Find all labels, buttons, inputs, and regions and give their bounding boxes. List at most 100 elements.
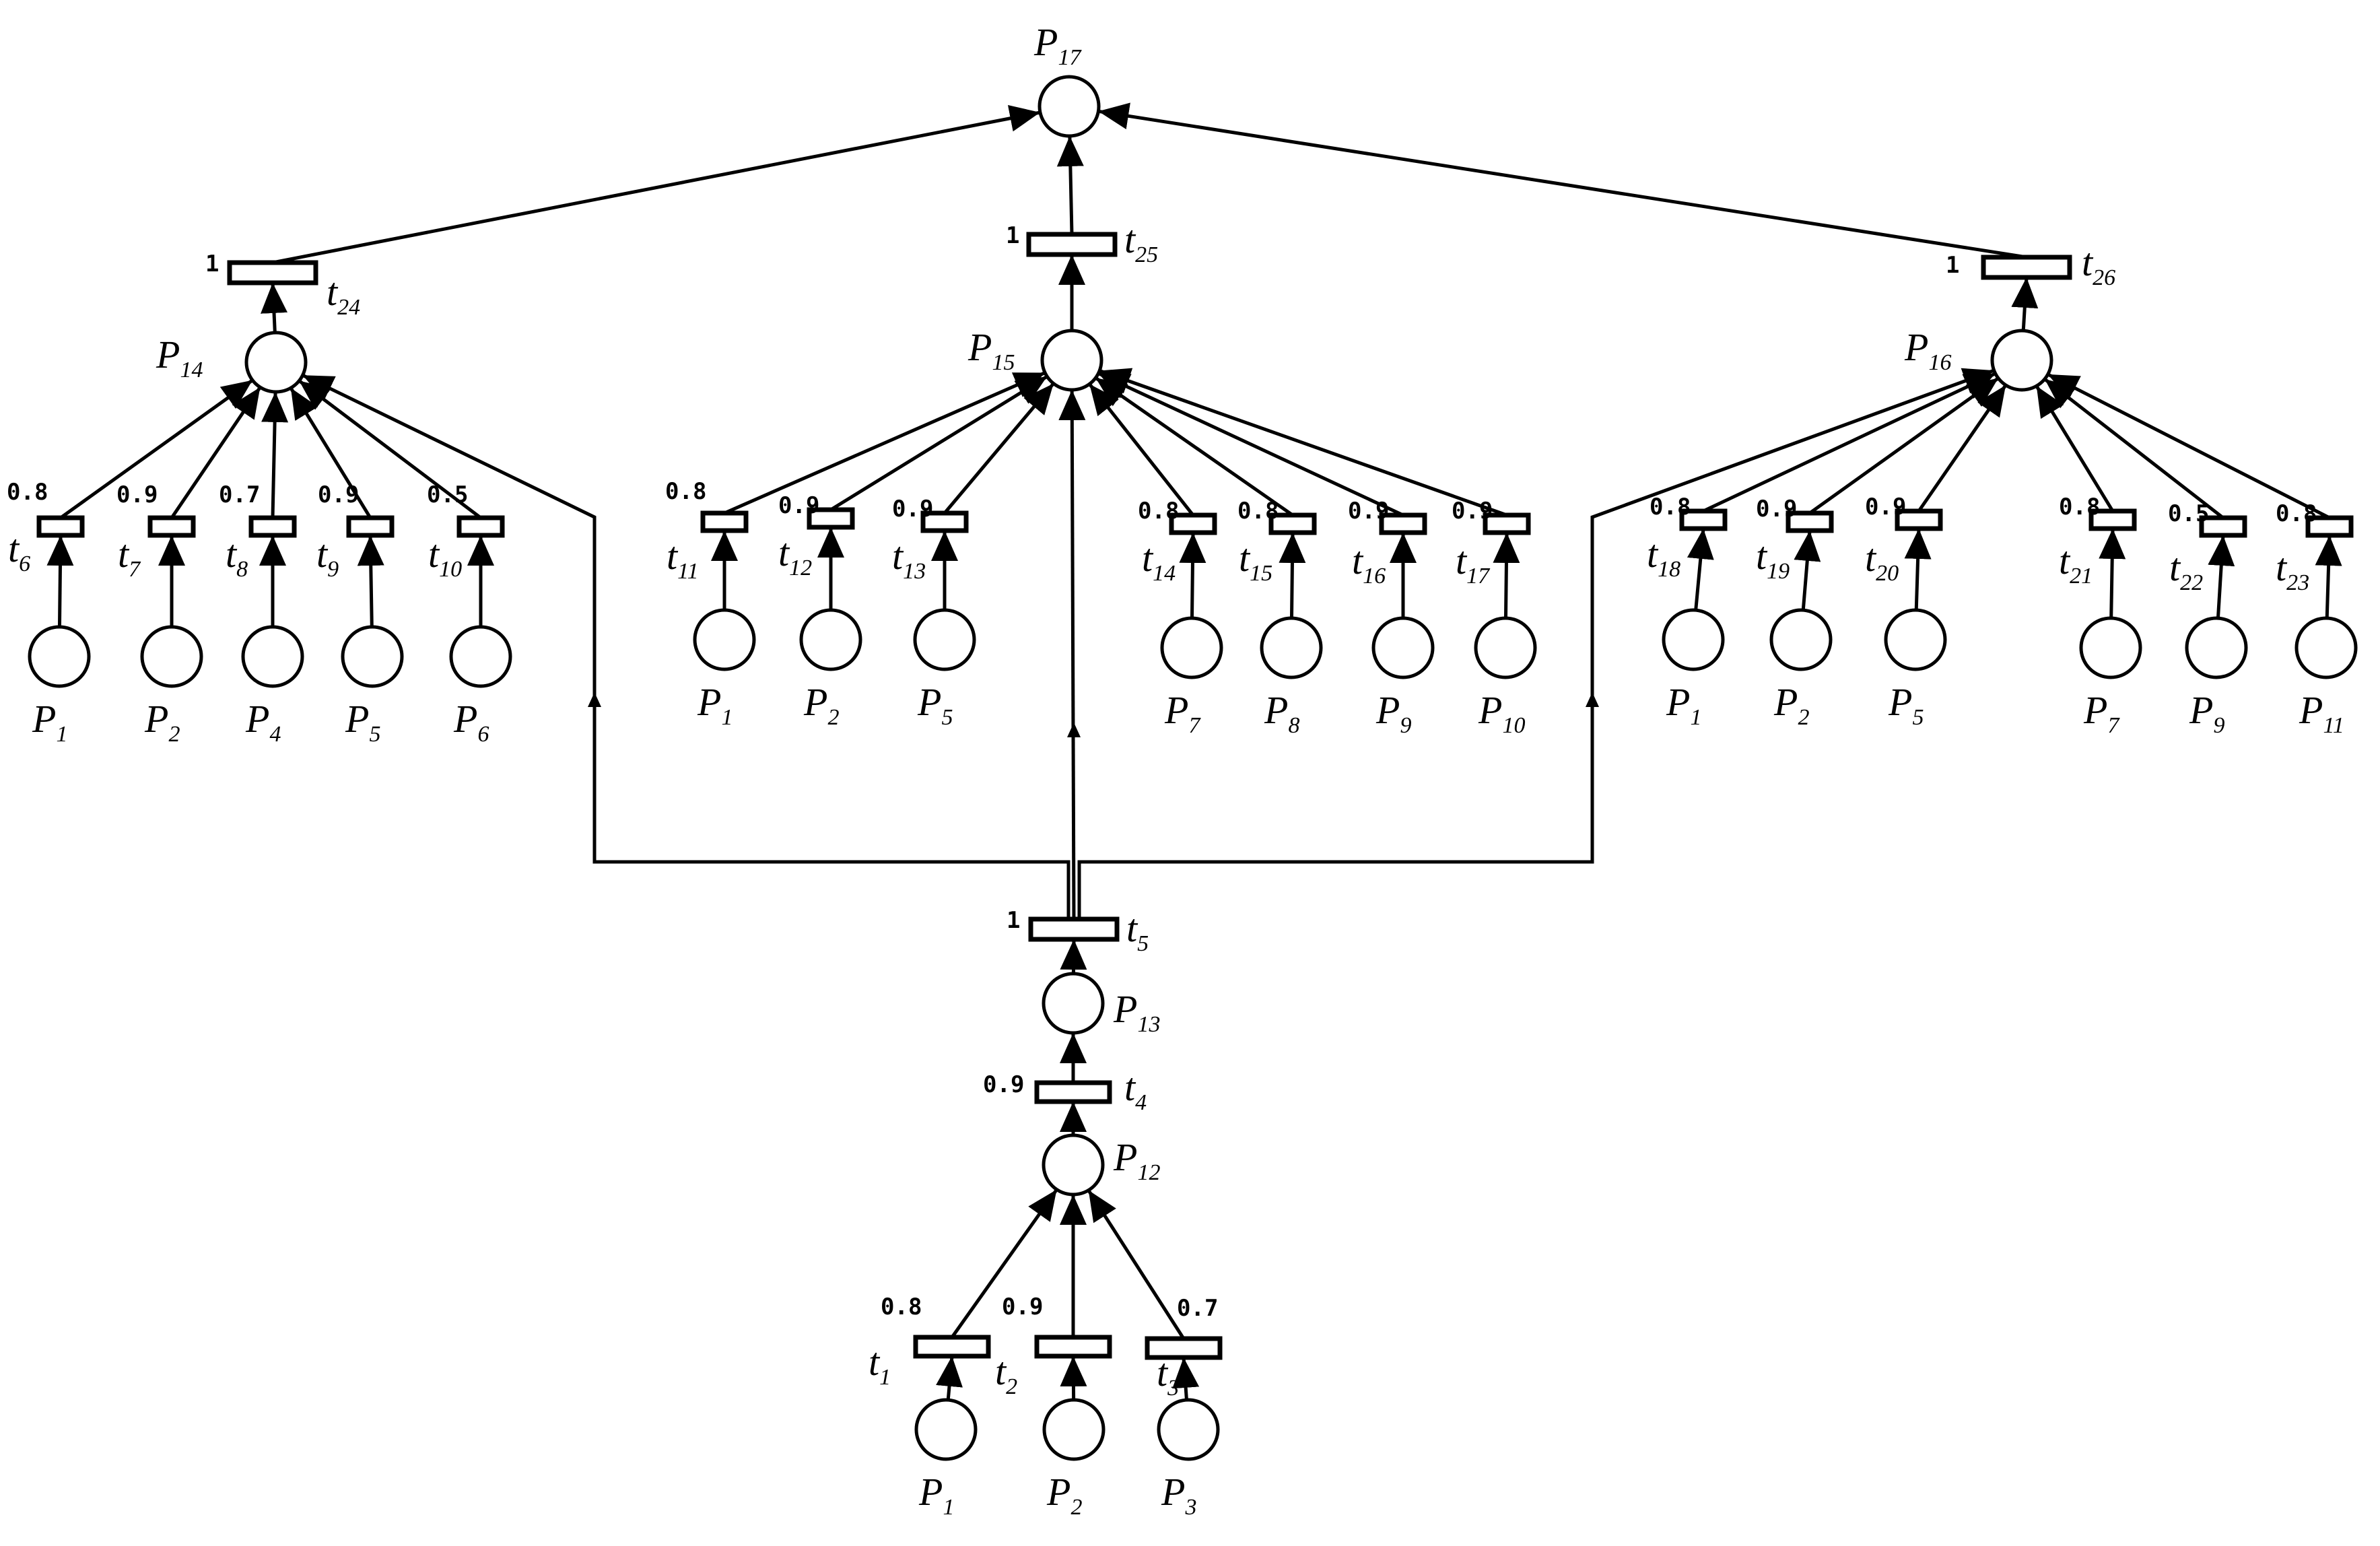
arc-t26-p17 [1098, 102, 2027, 259]
arc-t3-p12 [1087, 1189, 1186, 1340]
weight-t12: 0.9 [778, 492, 819, 519]
transition-label-t8: t8 [226, 532, 248, 582]
arc-t22-p16 [2043, 378, 2224, 519]
arc-t24-p17 [272, 105, 1041, 265]
place-b5 [913, 608, 976, 671]
transition-t8 [248, 515, 297, 538]
place-b8 [1260, 616, 1323, 679]
weight-t23: 0.8 [2276, 500, 2317, 527]
arc-t5-p15 [1058, 389, 1086, 920]
place-label-c2: P2 [1773, 680, 1809, 730]
weight-t20: 0.9 [1865, 494, 1906, 520]
transition-t6 [36, 515, 85, 538]
arc-d3-t3 [1172, 1357, 1200, 1401]
weight-t9: 0.9 [318, 481, 359, 508]
place-label-a2: P2 [144, 697, 180, 747]
place-c9 [2185, 616, 2248, 679]
transition-label-t7: t7 [118, 532, 141, 582]
weight-t10: 0.5 [427, 481, 468, 508]
arcs [46, 102, 2342, 1401]
place-label-c11: P11 [2299, 688, 2344, 738]
place-label-a1: P1 [32, 697, 67, 747]
place-p13 [1042, 972, 1105, 1035]
place-label-b7: P7 [1164, 688, 1201, 738]
nodes [28, 75, 2358, 1461]
transition-t3 [1145, 1336, 1223, 1360]
transition-t14 [1169, 512, 1217, 535]
transition-label-t12: t12 [778, 531, 812, 580]
place-a6 [449, 625, 512, 688]
place-label-b2: P2 [803, 680, 839, 730]
arc-c7-t21 [2099, 528, 2126, 619]
place-c1 [1662, 608, 1725, 671]
weight-t13: 0.9 [892, 496, 933, 523]
transition-t15 [1268, 512, 1317, 535]
transition-t19 [1786, 510, 1834, 533]
transition-label-t25: t25 [1124, 217, 1158, 267]
place-label-p14: P14 [156, 333, 203, 382]
place-label-c5: P5 [1888, 680, 1924, 730]
transition-t12 [807, 507, 855, 530]
transition-t21 [2088, 508, 2137, 531]
weight-t24: 1 [205, 250, 219, 277]
arc-t18-p16 [1702, 372, 1996, 513]
weight-t21: 0.8 [2059, 494, 2100, 520]
arc-p14-t24 [261, 282, 288, 333]
place-label-b5: P5 [917, 680, 953, 730]
place-label-d3: P3 [1161, 1470, 1196, 1520]
place-label-c1: P1 [1666, 680, 1701, 730]
place-b7 [1160, 616, 1223, 679]
transition-label-t11: t11 [667, 534, 699, 584]
arc-t8-p14 [261, 391, 289, 518]
place-label-d2: P2 [1046, 1470, 1082, 1520]
arc-t6-p14 [59, 378, 254, 520]
place-b1 [693, 608, 756, 671]
place-label-b10: P10 [1478, 688, 1525, 738]
arc-t1-p12 [950, 1188, 1058, 1339]
transition-label-t17: t17 [1456, 539, 1491, 589]
weight-t16: 0.9 [1348, 498, 1389, 525]
transition-label-t1: t1 [869, 1340, 891, 1390]
arc-d1-t1 [936, 1355, 963, 1401]
transition-label-t10: t10 [428, 532, 462, 582]
place-label-p13: P13 [1113, 987, 1160, 1037]
transition-t9 [346, 515, 395, 538]
arc-t14-p15 [1088, 382, 1194, 516]
place-label-p16: P16 [1904, 325, 1951, 375]
arc-t7-p14 [170, 386, 262, 519]
arc-t12-p15 [829, 375, 1048, 512]
transition-label-t15: t15 [1239, 536, 1272, 586]
transition-t7 [147, 515, 196, 538]
transition-label-t21: t21 [2059, 539, 2093, 589]
arc-t5-p16 [1077, 368, 1995, 919]
arc-t11-p15 [723, 371, 1046, 515]
arc-a1-t6 [46, 535, 74, 628]
arc-b7-t14 [1179, 532, 1206, 619]
weight-t1: 0.8 [881, 1293, 922, 1320]
arc-t5-p16-mid-arrow [1586, 692, 1599, 707]
transition-label-t24: t24 [327, 270, 360, 320]
place-a2 [140, 625, 203, 688]
transition-label-t5: t5 [1126, 906, 1149, 956]
arc-p16-t26 [2011, 277, 2039, 331]
arc-t10-p14 [298, 379, 482, 519]
place-c11 [2294, 616, 2358, 679]
place-label-c9: P9 [2189, 688, 2224, 738]
transition-label-t22: t22 [2169, 545, 2203, 595]
place-label-p12: P12 [1113, 1135, 1160, 1185]
weight-t19: 0.9 [1756, 496, 1797, 523]
place-p15 [1040, 329, 1103, 392]
arc-t19-p16 [1808, 376, 2000, 515]
transition-t18 [1679, 508, 1728, 531]
place-d3 [1157, 1398, 1220, 1461]
transition-t17 [1483, 512, 1531, 535]
transition-label-t26: t26 [2082, 240, 2115, 290]
arc-t21-p16 [2035, 384, 2115, 512]
place-label-p17: P17 [1033, 20, 1082, 70]
place-a5 [341, 625, 404, 688]
transition-label-t9: t9 [316, 532, 339, 582]
place-label-a5: P5 [345, 697, 380, 747]
transition-label-t4: t4 [1124, 1065, 1147, 1115]
weight-t3: 0.7 [1177, 1295, 1218, 1322]
